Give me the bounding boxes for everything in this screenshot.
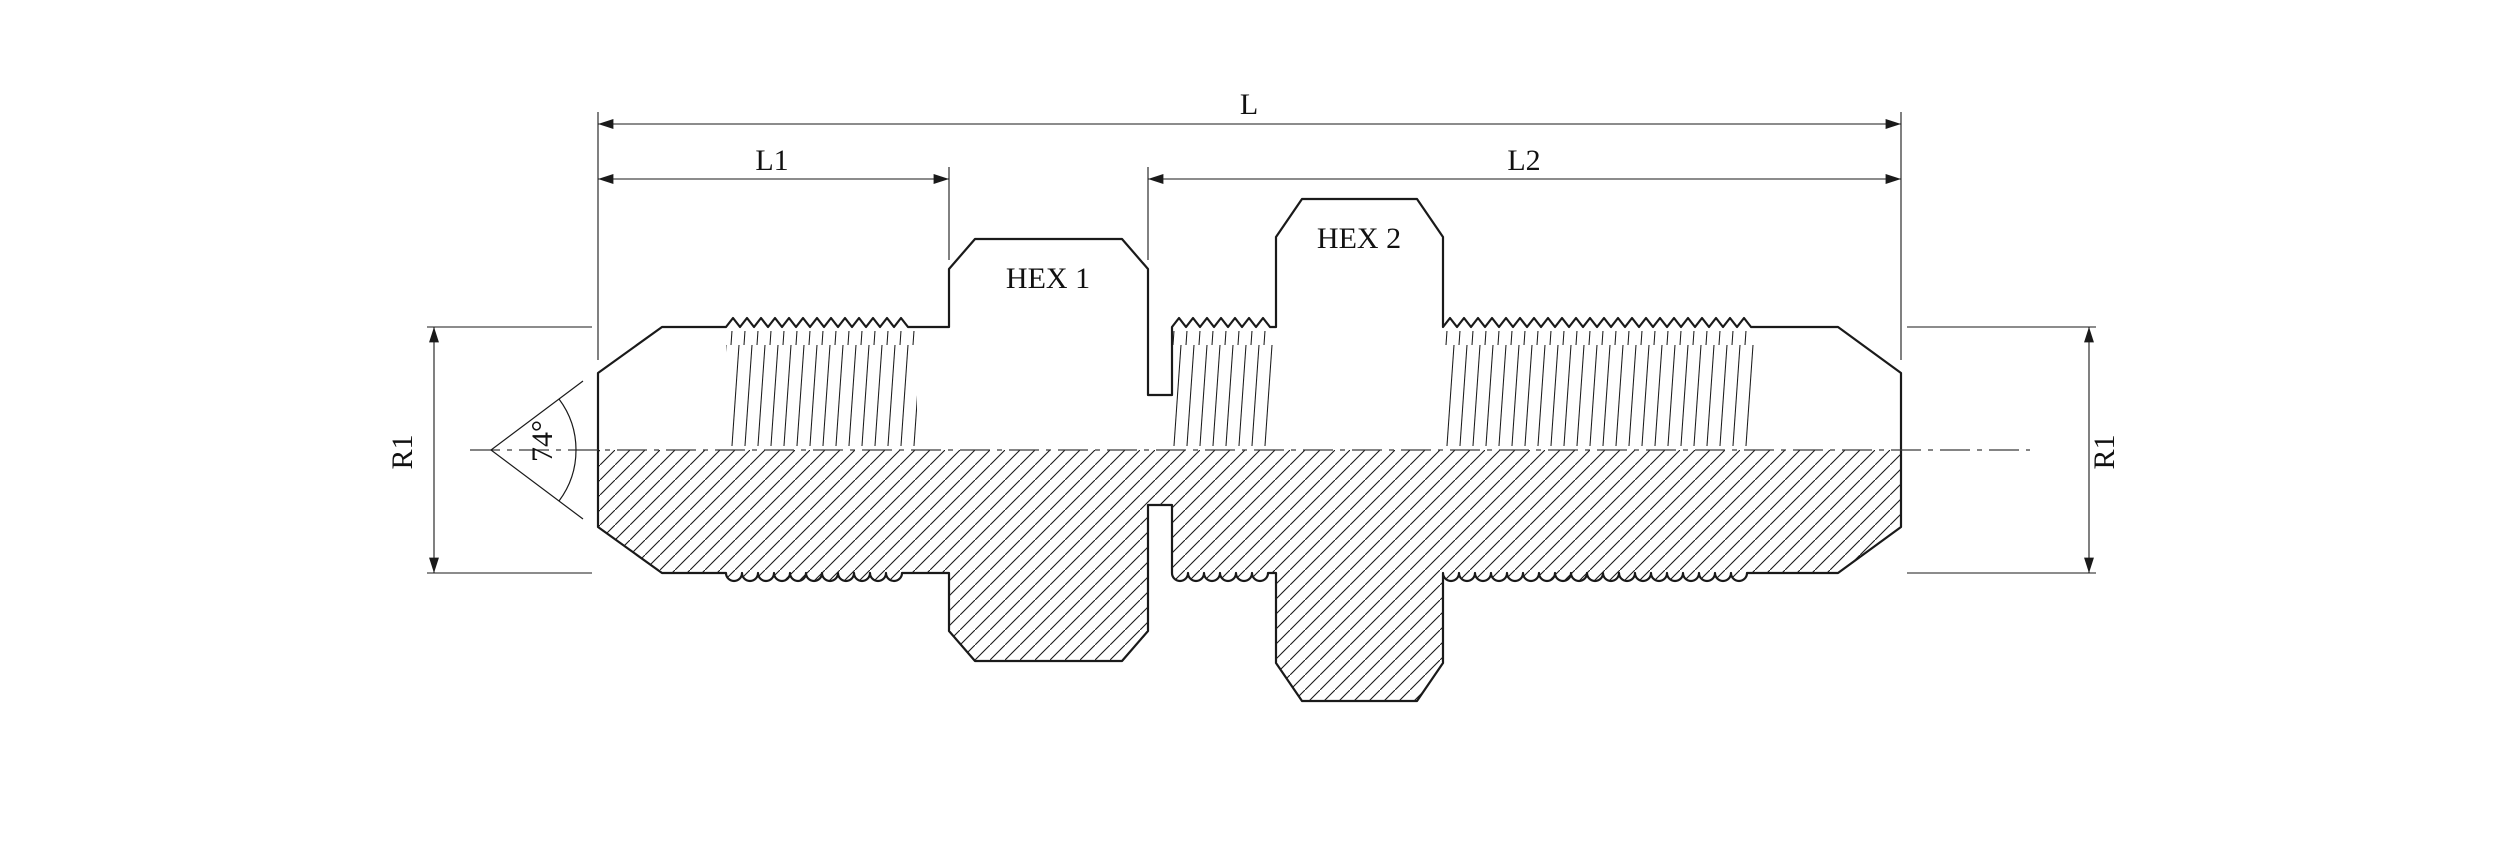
label-R1-right: R1 (2088, 434, 2121, 469)
angle-arc (558, 398, 577, 502)
cone-angle-annotation: 74° (490, 380, 584, 520)
dimension-L1: L1 (598, 144, 950, 260)
dimension-R1-right: R1 (1907, 326, 2121, 574)
angle-vee-lines (490, 380, 584, 520)
part-outline-top (596, 197, 1903, 452)
thread-texture-left (726, 331, 917, 446)
thread-texture-right (1443, 331, 1754, 446)
dimension-R1-left: R1 (386, 326, 592, 574)
dimension-L2: L2 (1147, 144, 1901, 260)
label-L1: L1 (755, 144, 788, 177)
label-cone-angle: 74° (526, 420, 559, 462)
dimension-L: L (597, 88, 1902, 360)
label-R1-left: R1 (386, 434, 419, 469)
part-outline-bottom (596, 448, 1903, 703)
section-hatch (598, 450, 1901, 701)
label-hex2: HEX 2 (1317, 222, 1401, 255)
label-hex1: HEX 1 (1006, 262, 1090, 295)
label-L: L (1240, 88, 1258, 121)
thread-texture-middle (1172, 331, 1276, 446)
label-L2: L2 (1507, 144, 1540, 177)
